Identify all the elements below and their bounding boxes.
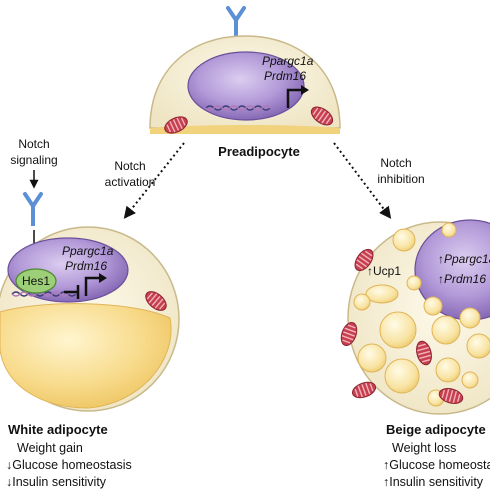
white-gene2: Prdm16 — [65, 259, 107, 273]
lipid-droplet — [431, 315, 461, 345]
notch-receptor-icon — [226, 6, 246, 36]
preadipocyte-cell: Ppargc1a Prdm16 Preadipocyte — [149, 6, 341, 159]
white-adipocyte-title: White adipocyte — [8, 422, 108, 437]
lipid-droplet — [461, 371, 479, 389]
promoter-arrow-icon — [286, 88, 301, 108]
lipid-droplet — [357, 343, 387, 373]
lipid-droplet — [365, 284, 399, 304]
lipid-droplet — [0, 303, 172, 409]
beige-adipocyte-cell: ↑Ppargc1a ↑Prdm16 ↑Ucp1 — [337, 219, 490, 415]
preadipocyte-gene2: Prdm16 — [264, 69, 306, 83]
beige-effect-3: ↑Insulin sensitivity — [383, 475, 484, 489]
preadipocyte-gene1: Ppargc1a — [262, 54, 314, 68]
notch-inhibition-arrow — [333, 142, 392, 219]
lipid-droplet — [423, 296, 443, 316]
beige-gene2: ↑Prdm16 — [438, 272, 486, 286]
lipid-droplet — [379, 311, 417, 349]
lipid-droplet — [466, 333, 490, 359]
lipid-droplet — [392, 228, 416, 252]
white-effects-list: Weight gain ↓Glucose homeostasis ↓Insuli… — [6, 441, 132, 489]
lipid-droplet — [435, 357, 461, 383]
beige-effects-list: Weight loss ↑Glucose homeostasis ↑Insuli… — [383, 441, 490, 489]
lipid-droplet — [459, 307, 481, 329]
lipid-droplet — [406, 275, 422, 291]
notch-receptor-icon — [23, 192, 43, 226]
notch-signaling-label-1: Notch — [18, 137, 49, 151]
beige-effect-2: ↑Glucose homeostasis — [383, 458, 490, 472]
notch-activation-label-1: Notch — [114, 159, 145, 173]
beige-adipocyte-title: Beige adipocyte — [386, 422, 486, 437]
lipid-droplets — [353, 222, 490, 407]
notch-signaling-label-2: signaling — [10, 153, 57, 167]
promoter-arrow-icon — [84, 276, 99, 296]
hes1-repressor — [15, 268, 57, 294]
beige-gene1: ↑Ppargc1a — [438, 252, 490, 266]
white-effect-2: ↓Glucose homeostasis — [6, 458, 132, 472]
preadipocyte-nucleus — [187, 51, 305, 121]
lipid-droplet — [353, 293, 371, 311]
lipid-droplet — [441, 222, 457, 238]
notch-inhibition-label-2: inhibition — [377, 172, 424, 186]
hes1-label: Hes1 — [22, 274, 50, 288]
lipid-droplet — [384, 358, 420, 394]
notch-activation-arrow — [123, 142, 185, 219]
beige-effect-1: Weight loss — [392, 441, 456, 455]
notch-activation-label-2: activation — [105, 175, 156, 189]
white-adipocyte-cell: Hes1 Ppargc1a Prdm16 — [0, 192, 180, 412]
preadipocyte-title: Preadipocyte — [218, 144, 300, 159]
white-effect-1: Weight gain — [17, 441, 83, 455]
white-effect-3: ↓Insulin sensitivity — [6, 475, 107, 489]
notch-inhibition-label-1: Notch — [380, 156, 411, 170]
ucp1-label: ↑Ucp1 — [367, 264, 401, 278]
white-gene1: Ppargc1a — [62, 244, 114, 258]
